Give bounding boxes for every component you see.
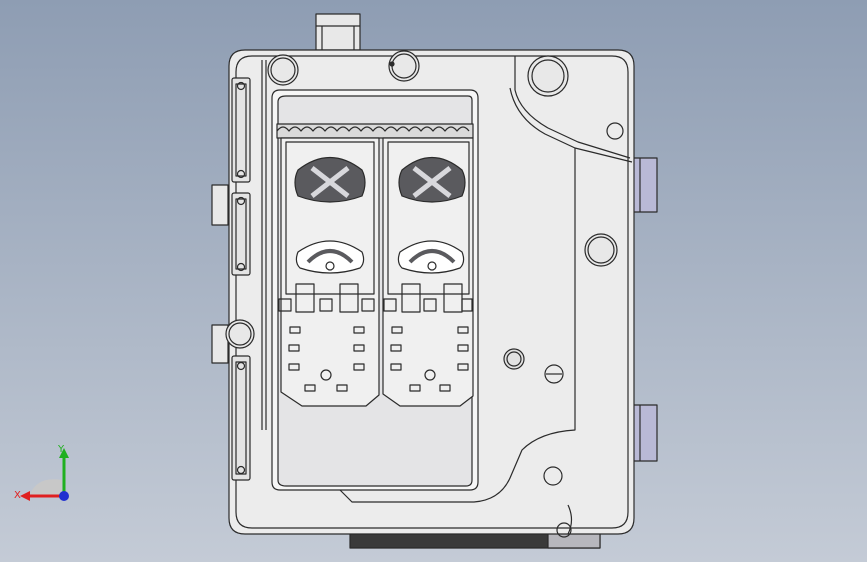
left-tab-upper [211, 184, 229, 226]
z-axis-dot [59, 491, 69, 501]
contact-blade-left [278, 137, 380, 407]
y-axis-label: Y [57, 444, 65, 455]
right-tab-upper [632, 157, 658, 213]
mounting-holes [225, 50, 624, 538]
right-tab-lower [632, 404, 658, 462]
y-axis-arrowhead [59, 448, 69, 458]
left-rail-bottom [231, 355, 251, 481]
contact-header-strip [276, 123, 474, 139]
left-rail-middle [231, 192, 251, 276]
left-tab-lower [211, 324, 229, 364]
triad-plane-shade [30, 479, 62, 498]
right-raised-region [339, 56, 633, 535]
left-rail-top [231, 77, 251, 183]
top-tab [315, 13, 361, 51]
x-axis-arrowhead [20, 491, 30, 501]
axis-triad: Y X [14, 444, 69, 501]
contact-blade-right [382, 137, 474, 407]
x-axis-label: X [14, 490, 21, 501]
